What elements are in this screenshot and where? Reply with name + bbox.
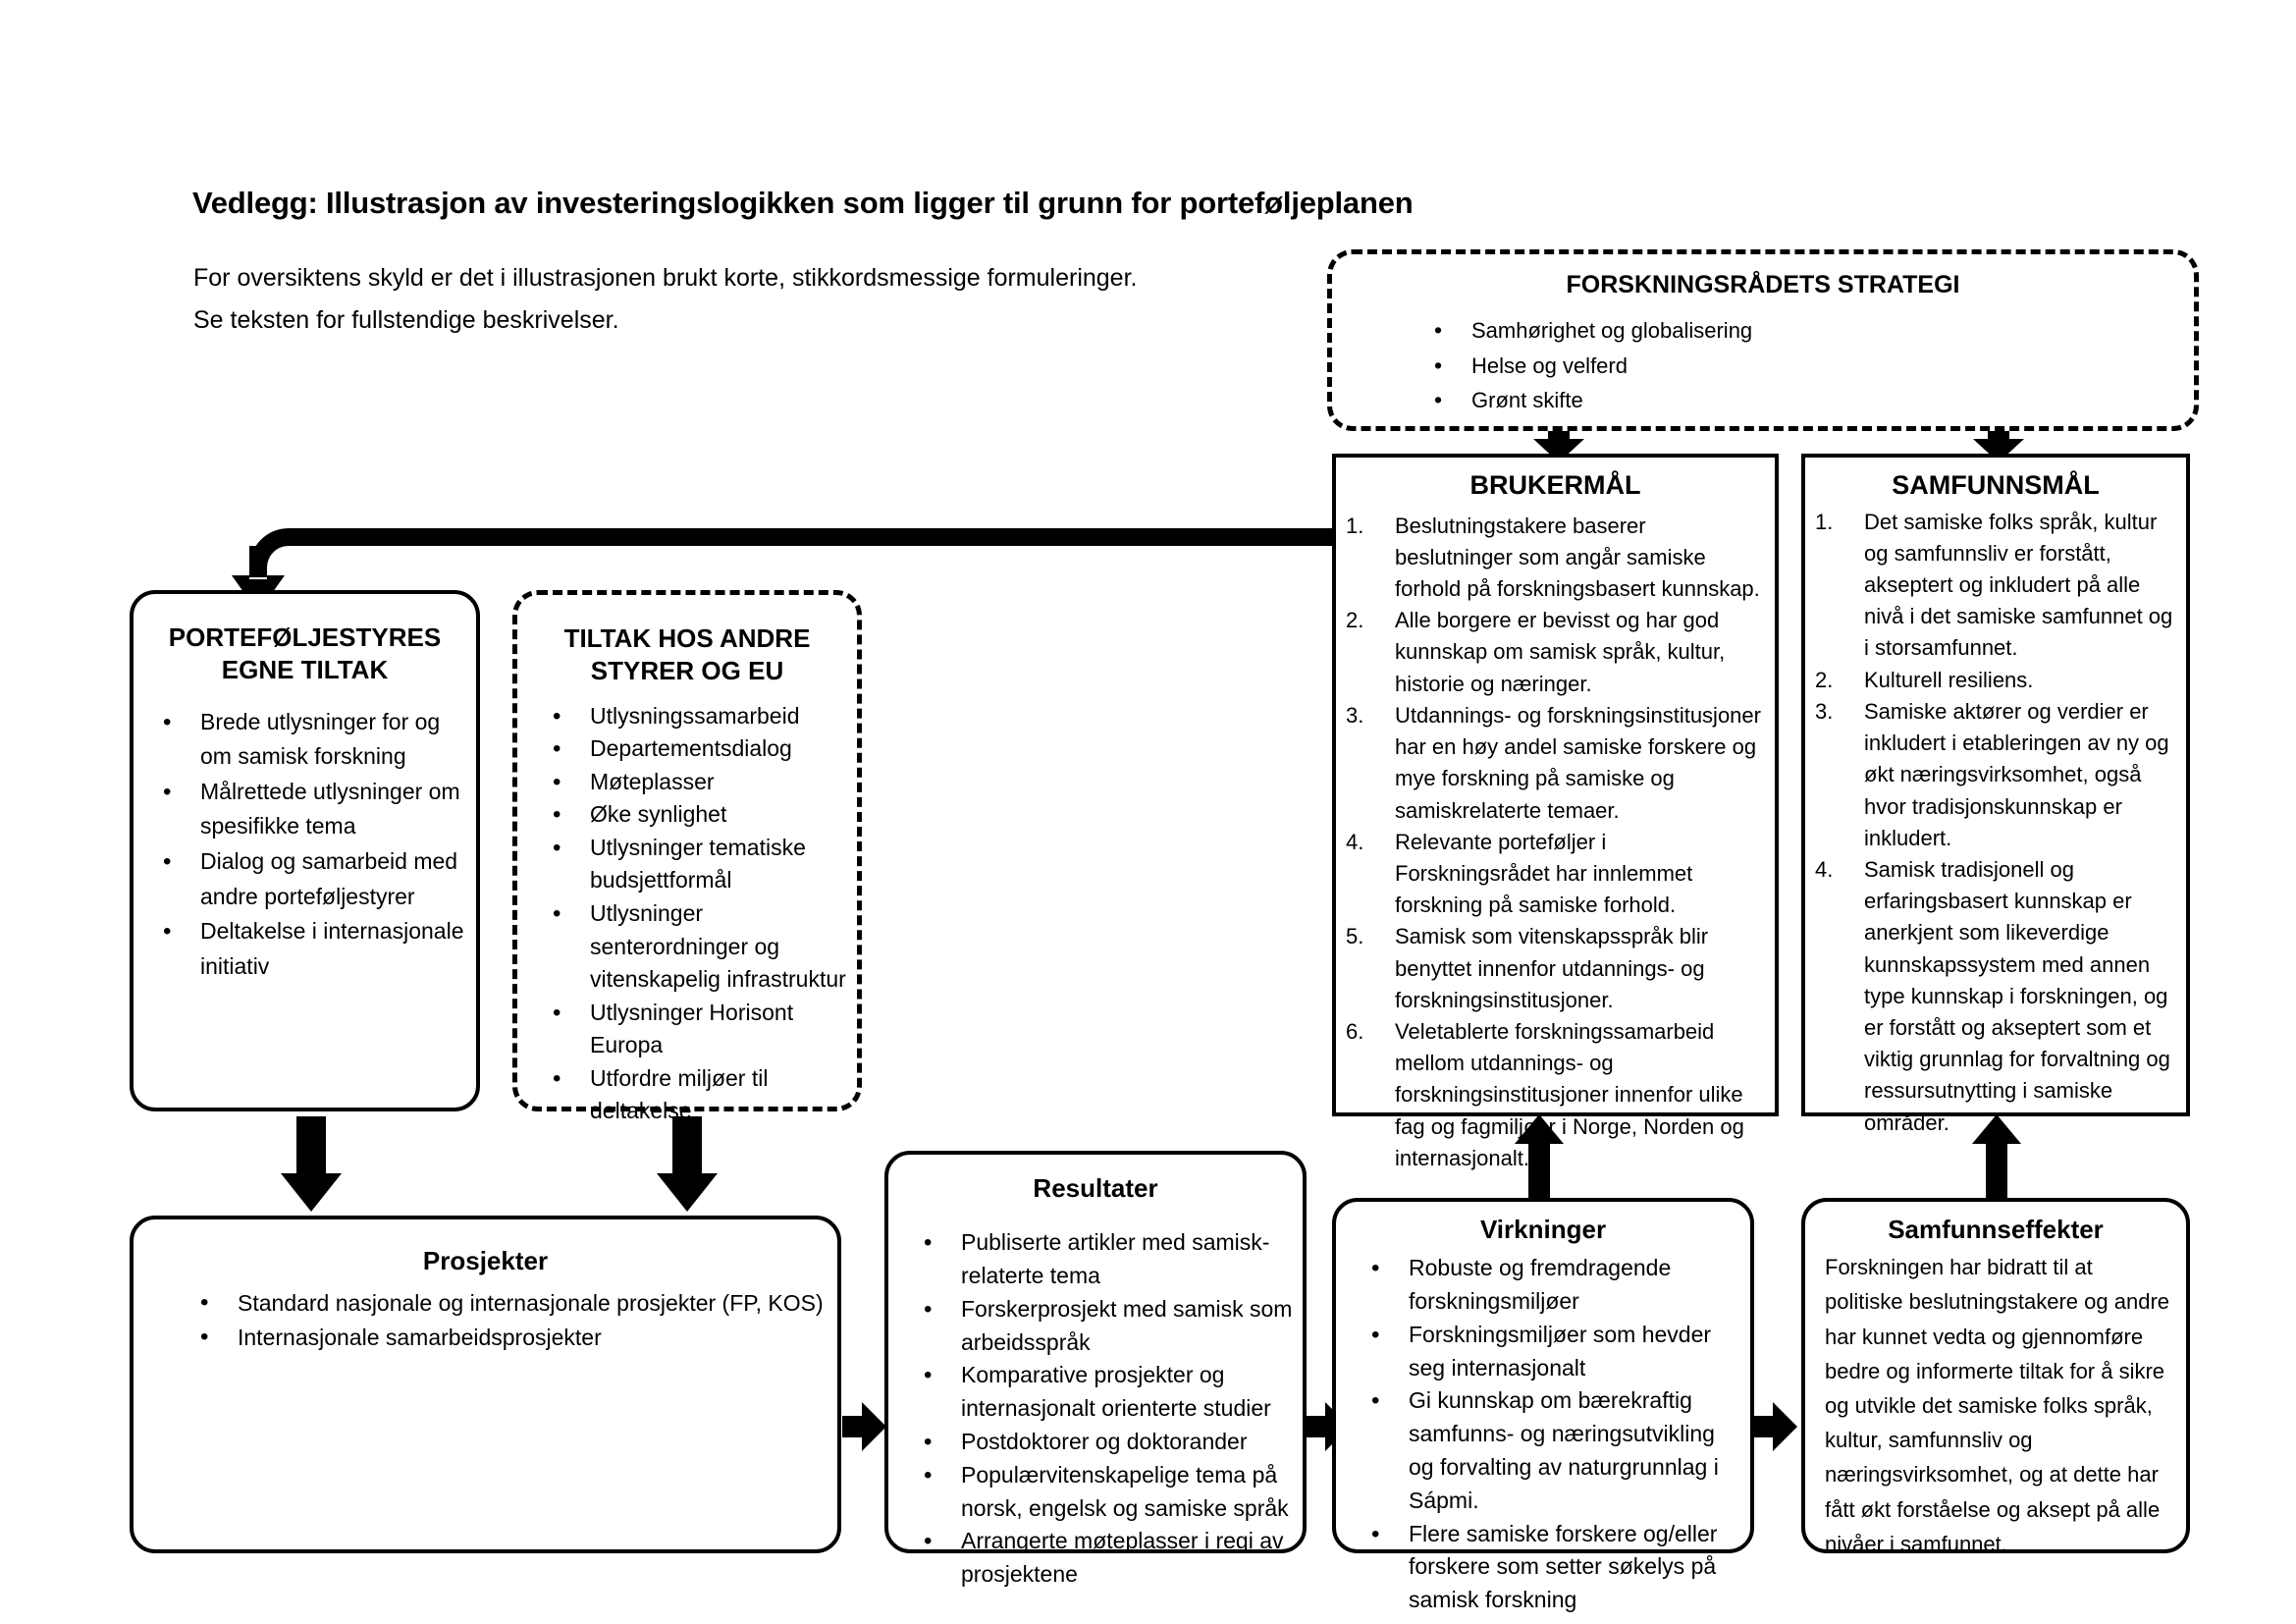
- list-item: Deltakelse i internasjonale initiativ: [155, 913, 464, 984]
- list-item: Samhørighet og globalisering: [1426, 312, 2194, 349]
- list-item: Veletablerte forskningssamarbeid mellom …: [1346, 1016, 1744, 1170]
- portefolje-to-prosjekter-arrow: [281, 1116, 342, 1212]
- list-item: Utfordre miljøer til deltakelse: [545, 1061, 847, 1128]
- list-item: Utlysninger tematiske budsjettformål: [545, 831, 847, 897]
- list-item: Samisk som vitenskapsspråk blir benyttet…: [1346, 921, 1709, 1012]
- list-item: Alle borgere er bevisst og har god kunns…: [1346, 605, 1726, 696]
- list-item: Grønt skifte: [1426, 382, 2194, 418]
- brukermal-box: BRUKERMÅL Beslutningstakere baserer besl…: [1332, 454, 1779, 1170]
- virkninger-title: Virkninger: [1479, 1215, 1607, 1244]
- brukermal-list: Beslutningstakere baserer beslutninger s…: [1346, 511, 1763, 1175]
- list-item: Forskningsmiljøer som hevder seg interna…: [1363, 1318, 1740, 1385]
- prosjekter-to-resultater-arrow: [842, 1402, 886, 1451]
- list-item: Utlysningssamarbeid: [545, 699, 847, 733]
- list-item: Møteplasser: [545, 765, 847, 799]
- list-item: Standard nasjonale og internasjonale pro…: [192, 1285, 837, 1322]
- list-item: Kulturell resiliens.: [1815, 665, 2034, 696]
- tiltak-to-prosjekter-arrow: [657, 1116, 718, 1212]
- list-item: Helse og velferd: [1426, 348, 2194, 384]
- list-item: Gi kunnskap om bærekraftig samfunns- og …: [1363, 1383, 1740, 1517]
- brukermal-title: BRUKERMÅL: [1469, 470, 1641, 500]
- portefolje-list: Brede utlysninger for og om samisk forsk…: [133, 704, 464, 985]
- resultater-list: Publiserte artikler med samisk-relaterte…: [888, 1225, 1293, 1592]
- portefoljestyres-egne-tiltak-box: PORTEFØLJESTYRES EGNE TILTAK Brede utlys…: [130, 590, 480, 1111]
- list-item: Utlysninger senterordninger og vitenskap…: [545, 896, 847, 997]
- resultater-box: Resultater Publiserte artikler med samis…: [884, 1151, 1307, 1587]
- strategy-list: Samhørighet og globalisering Helse og ve…: [1332, 312, 2194, 418]
- list-item: Internasjonale samarbeidsprosjekter: [192, 1320, 837, 1356]
- page-title: Vedlegg: Illustrasjon av investeringslog…: [192, 186, 1414, 220]
- portefolje-title: PORTEFØLJESTYRES EGNE TILTAK: [133, 622, 476, 687]
- intro-line-2: Se teksten for fullstendige beskrivelser…: [193, 306, 619, 334]
- samfunnseffekter-title: Samfunnseffekter: [1888, 1215, 2104, 1244]
- prosjekter-title: Prosjekter: [422, 1246, 549, 1275]
- list-item: Brede utlysninger for og om samisk forsk…: [155, 704, 464, 775]
- list-item: Departementsdialog: [545, 731, 847, 766]
- list-item: Beslutningstakere baserer beslutninger s…: [1346, 511, 1760, 601]
- feedback-elbow-arrow: [232, 528, 1342, 613]
- list-item: Forskerprosjekt med samisk som arbeidssp…: [916, 1292, 1293, 1360]
- strategy-title: FORSKNINGSRÅDETS STRATEGI: [1566, 271, 1960, 298]
- strategy-box: FORSKNINGSRÅDETS STRATEGI Samhørighet og…: [1327, 249, 2199, 431]
- list-item: Robuste og fremdragende forskningsmiljøe…: [1363, 1251, 1740, 1319]
- resultater-title: Resultater: [1033, 1173, 1158, 1203]
- list-item: Komparative prosjekter og internasjonalt…: [916, 1358, 1293, 1426]
- virkninger-to-samfunnseffekter-arrow: [1753, 1402, 1797, 1451]
- list-item: Utlysninger Horisont Europa: [545, 996, 847, 1062]
- list-item: Flere samiske forskere og/eller forskere…: [1363, 1517, 1740, 1617]
- strategy-to-samfunnsmal-arrow: [1973, 419, 2024, 462]
- prosjekter-box: Prosjekter Standard nasjonale og interna…: [130, 1216, 841, 1553]
- tiltak-list: Utlysningssamarbeid Departementsdialog M…: [517, 699, 847, 1129]
- list-item: Det samiske folks språk, kultur og samfu…: [1815, 507, 2173, 661]
- tiltak-hos-andre-styrer-og-eu-box: TILTAK HOS ANDRE STYRER OG EU Utlysnings…: [512, 590, 862, 1123]
- list-item: Samisk tradisjonell og erfaringsbasert k…: [1815, 854, 2170, 1135]
- samfunnsmal-box: SAMFUNNSMÅL Det samiske folks språk, kul…: [1801, 454, 2190, 1135]
- samfunnseffekter-box: Samfunnseffekter Forskningen har bidratt…: [1801, 1198, 2190, 1556]
- list-item: Dialog og samarbeid med andre portefølje…: [155, 843, 464, 914]
- list-item: Relevante porteføljer i Forskningsrådet …: [1346, 827, 1693, 918]
- tiltak-title-line-2: STYRER OG EU: [590, 656, 784, 686]
- list-item: Populærvitenskapelige tema på norsk, eng…: [916, 1458, 1293, 1526]
- resultater-to-virkninger-arrow: [1306, 1402, 1350, 1451]
- list-item: Målrettede utlysninger om spesifikke tem…: [155, 774, 464, 844]
- tiltak-title-line-1: TILTAK HOS ANDRE: [563, 623, 811, 653]
- list-item: Postdoktorer og doktorander: [916, 1425, 1293, 1459]
- list-item: Publiserte artikler med samisk-relaterte…: [916, 1225, 1293, 1293]
- tiltak-title: TILTAK HOS ANDRE STYRER OG EU: [517, 623, 857, 688]
- intro-paragraph: For oversiktens skyld er det i illustras…: [193, 257, 1293, 342]
- samfunnsmal-list: Det samiske folks språk, kultur og samfu…: [1815, 507, 2176, 1139]
- virkninger-list: Robuste og fremdragende forskningsmiljøe…: [1336, 1251, 1740, 1617]
- virkninger-box: Virkninger Robuste og fremdragende forsk…: [1332, 1198, 1754, 1612]
- samfunnseffekter-body: Forskningen har bidratt til at politiske…: [1825, 1255, 2170, 1556]
- list-item: Arrangerte møteplasser i regi av prosjek…: [916, 1524, 1293, 1592]
- prosjekter-list: Standard nasjonale og internasjonale pro…: [133, 1285, 837, 1356]
- list-item: Øke synlighet: [545, 797, 847, 832]
- strategy-to-brukermal-arrow: [1533, 419, 1584, 462]
- list-item: Samiske aktører og verdier er inkludert …: [1815, 696, 2169, 850]
- portefolje-title-line-1: PORTEFØLJESTYRES: [168, 623, 442, 652]
- list-item: Utdannings- og forskningsinstitusjoner h…: [1346, 700, 1761, 823]
- intro-line-1: For oversiktens skyld er det i illustras…: [193, 264, 1138, 292]
- samfunnsmal-title: SAMFUNNSMÅL: [1892, 470, 2100, 500]
- portefolje-title-line-2: EGNE TILTAK: [221, 655, 389, 685]
